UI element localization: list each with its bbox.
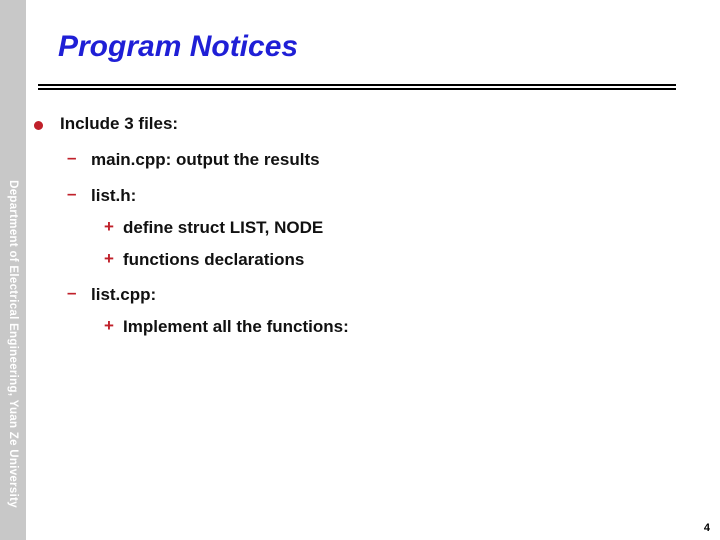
slide-title: Program Notices — [58, 30, 299, 63]
title-rule-bottom — [38, 88, 676, 90]
dash-marker-icon: – — [67, 148, 77, 167]
plus-marker-icon: + — [104, 217, 114, 236]
dash-marker-icon: – — [67, 283, 77, 302]
sidebar: Department of Electrical Engineering, Yu… — [0, 0, 26, 540]
title-rule-top — [38, 84, 676, 86]
sub-sub-item-function-declarations: functions declarations — [123, 250, 305, 269]
sub-sub-item-implement-functions: Implement all the functions: — [123, 317, 349, 336]
sub-item-list-cpp: list.cpp: — [91, 285, 157, 304]
bullet-item-include-files: Include 3 files: — [60, 114, 179, 133]
sub-sub-item-define-struct: define struct LIST, NODE — [123, 218, 324, 237]
dash-marker-icon: – — [67, 184, 77, 203]
page-number: 4 — [703, 522, 710, 534]
sub-item-list-h: list.h: — [91, 186, 137, 205]
plus-marker-icon: + — [104, 316, 114, 335]
bullet-dot-icon — [34, 121, 43, 130]
sidebar-department-text: Department of Electrical Engineering, Yu… — [7, 180, 19, 508]
sub-item-main-cpp: main.cpp: output the results — [91, 150, 320, 169]
plus-marker-icon: + — [104, 249, 114, 268]
